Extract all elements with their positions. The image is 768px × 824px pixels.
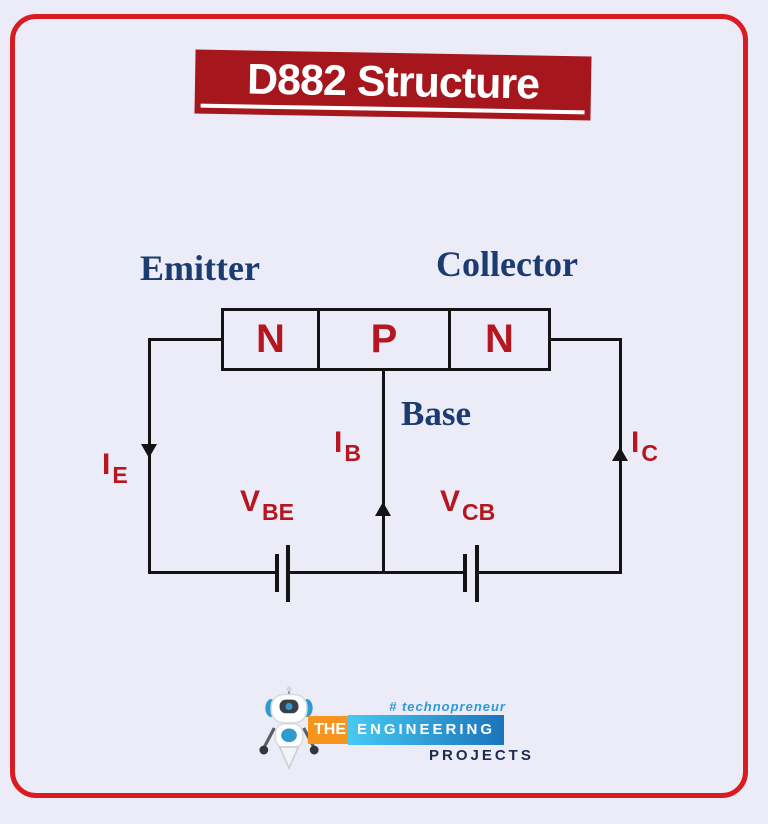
logo-projects-text: PROJECTS: [429, 747, 534, 764]
n-region-emitter: N: [256, 317, 285, 361]
battery-vbe-long-plate: [286, 545, 290, 602]
collector-current-arrow-up-icon: [612, 447, 628, 461]
voltage-vbe-label: VBE: [240, 485, 294, 525]
robot-mascot-icon: [259, 686, 319, 770]
npn-structure-box: N P N: [221, 308, 551, 371]
emitter-current-arrow-down-icon: [141, 444, 157, 458]
current-ic-subscript: C: [641, 440, 658, 466]
battery-vcb-short-plate: [463, 554, 467, 592]
base-current-arrow-up-icon: [375, 502, 391, 516]
current-ie-label: IE: [102, 448, 128, 488]
current-ie-subscript: E: [112, 462, 128, 488]
wire-emitter-horizontal: [148, 338, 221, 341]
n-region-collector: N: [485, 317, 514, 361]
battery-vcb-long-plate: [475, 545, 479, 602]
p-region-base: P: [317, 311, 451, 368]
current-ie-symbol: I: [102, 448, 111, 481]
title-banner: D882 Structure: [194, 49, 592, 121]
red-rounded-border: [10, 14, 748, 798]
base-label: Base: [401, 394, 471, 433]
voltage-vbe-symbol: V: [240, 485, 261, 518]
current-ic-symbol: I: [631, 426, 640, 459]
wire-bottom-segment-2: [289, 571, 463, 574]
voltage-vbe-subscript: BE: [262, 499, 294, 525]
wire-bottom-segment-3: [478, 571, 622, 574]
emitter-label: Emitter: [140, 248, 260, 288]
voltage-vcb-subscript: CB: [462, 499, 496, 525]
current-ib-symbol: I: [334, 426, 343, 459]
voltage-vcb-symbol: V: [440, 485, 461, 518]
wire-collector-horizontal: [551, 338, 622, 341]
battery-vbe-short-plate: [275, 554, 279, 592]
logo-engineering-badge: ENGINEERING: [348, 715, 505, 745]
voltage-vcb-label: VCB: [440, 485, 495, 525]
current-ic-label: IC: [631, 426, 658, 466]
collector-label: Collector: [436, 244, 578, 284]
wire-base-vertical: [382, 371, 385, 574]
current-ib-subscript: B: [344, 440, 361, 466]
logo-tagline: # technopreneur: [389, 699, 506, 714]
logo-the-badge: THE: [308, 716, 352, 744]
wire-bottom-segment-1: [148, 571, 275, 574]
current-ib-label: IB: [334, 426, 361, 466]
